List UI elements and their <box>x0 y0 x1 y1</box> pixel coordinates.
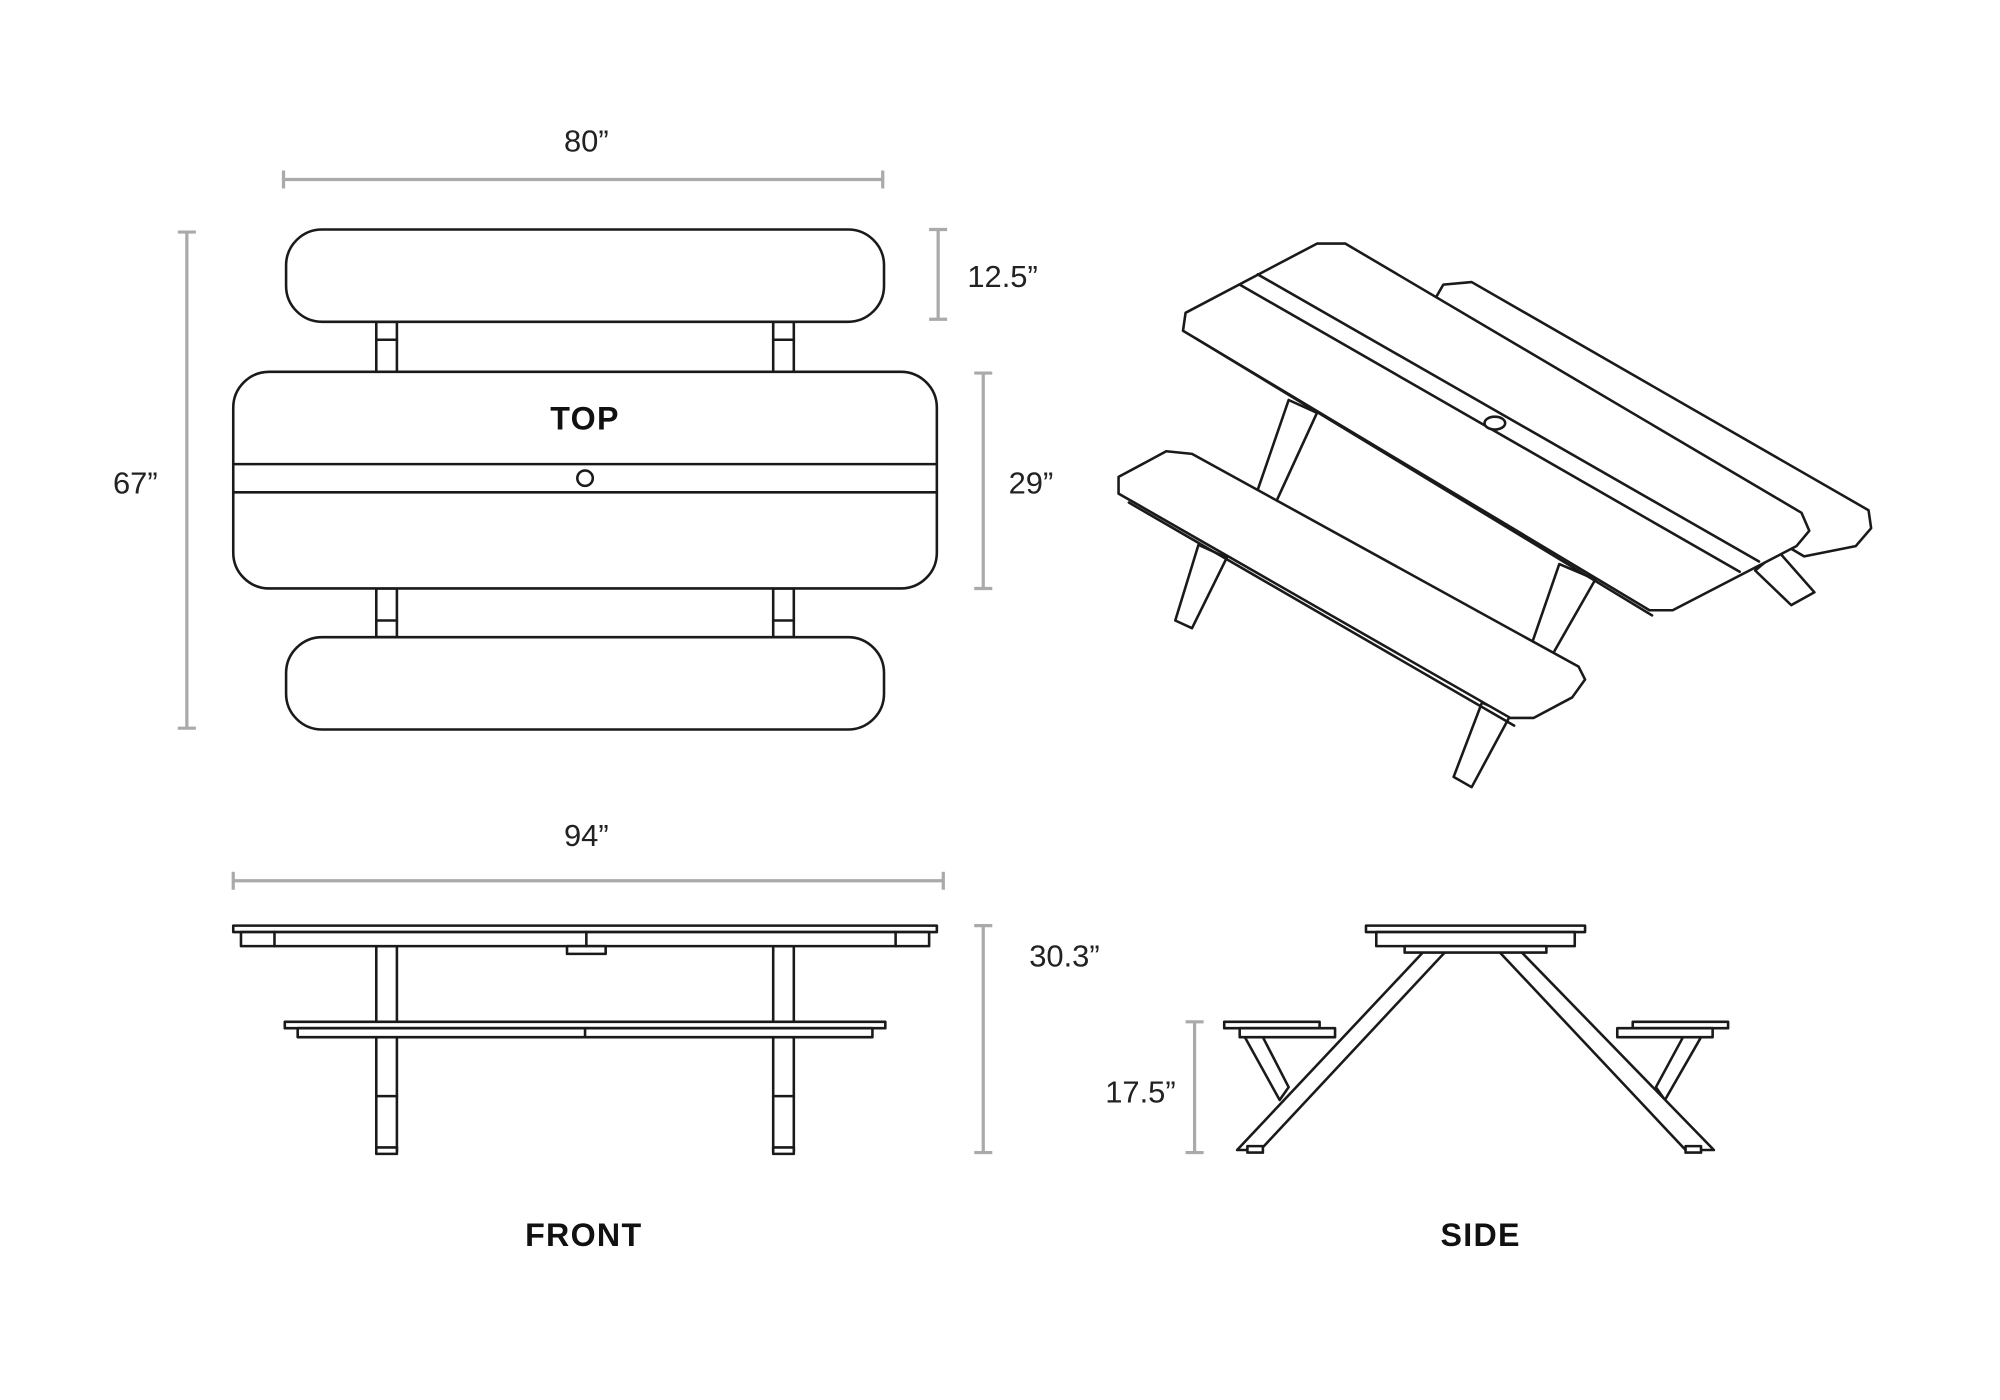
dim-table-height: 30.3” <box>974 924 1100 1155</box>
isometric-view <box>1117 242 1873 789</box>
view-label-top: TOP <box>550 401 620 437</box>
side-view: 17.5” SIDE <box>1105 924 1730 1253</box>
dim-label-30-3: 30.3” <box>1029 939 1099 974</box>
dim-overall-length: 94” <box>231 818 945 890</box>
top-bench-front <box>284 635 886 731</box>
dim-seat-height: 17.5” <box>1105 1020 1204 1155</box>
front-view: 94” 30.3” FRONT <box>231 818 1100 1253</box>
dim-label-12-5: 12.5” <box>967 259 1037 294</box>
umbrella-hole <box>576 469 595 488</box>
dim-table-depth: 29” <box>974 371 1054 591</box>
dim-top-width: 80” <box>281 123 885 189</box>
view-label-front: FRONT <box>525 1217 642 1253</box>
dim-label-67: 67” <box>113 466 158 501</box>
dim-label-80: 80” <box>564 123 609 158</box>
dim-label-17-5: 17.5” <box>1105 1075 1175 1110</box>
dim-overall-depth: 67” <box>113 230 196 730</box>
top-bench-back <box>284 228 886 324</box>
dim-bench-depth: 12.5” <box>929 227 1038 321</box>
view-label-side: SIDE <box>1441 1217 1521 1253</box>
dim-label-94: 94” <box>564 818 609 853</box>
top-view: 80” 67” 12.5” 29” TOP <box>113 123 1054 731</box>
dim-label-29: 29” <box>1009 466 1054 501</box>
